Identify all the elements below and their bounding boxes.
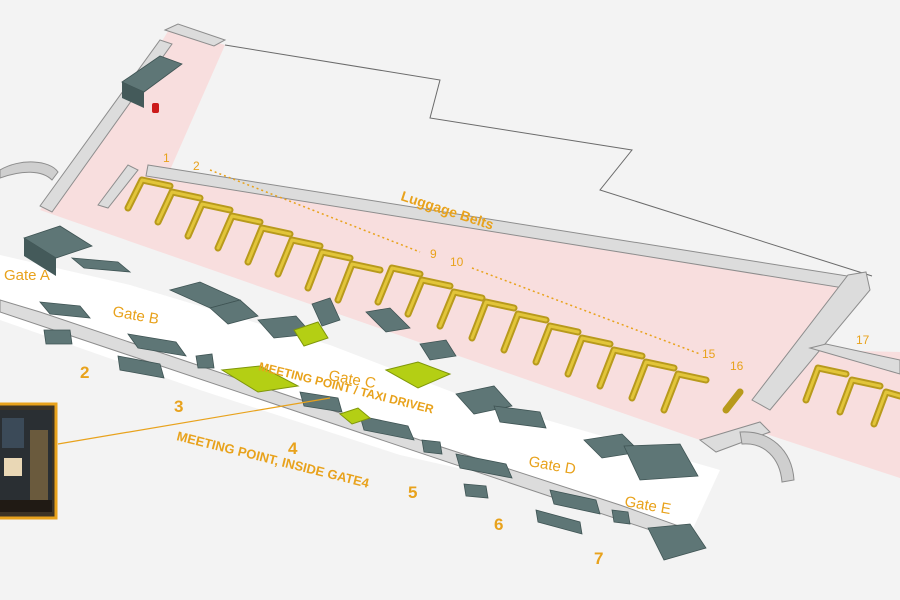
- belt-number-1: 1: [163, 151, 170, 165]
- wall-south: [0, 299, 691, 543]
- entrance-curve-right: [739, 431, 795, 483]
- arrivals-corridor: [0, 255, 720, 535]
- counter-blocks: [23, 55, 707, 561]
- exit-number-3: 3: [174, 397, 183, 416]
- meeting-point-taxi-area: [293, 321, 329, 347]
- belt-number-2: 2: [193, 159, 200, 173]
- meeting-point-inside-label: MEETING POINT, INSIDE GATE4: [175, 428, 371, 491]
- exit-number-4: 4: [288, 439, 298, 458]
- callout-leader-line: [57, 397, 331, 445]
- belt-16: [722, 388, 744, 414]
- meeting-point-inside-area: [220, 365, 300, 393]
- gate-a-label: Gate A: [4, 267, 50, 284]
- wall-north-entry: [163, 23, 227, 47]
- baggage-hall-floor: [40, 28, 900, 478]
- belt-group-1-8: [124, 176, 384, 304]
- hall-outline: [224, 44, 873, 277]
- belt-range-10-15-dots: [471, 267, 701, 355]
- wall-exit-east: [698, 421, 771, 453]
- belt-group-9-16: [374, 264, 710, 414]
- belt-number-15: 15: [702, 347, 716, 361]
- exit-number-5: 5: [408, 483, 417, 502]
- exit-number-2: 2: [80, 363, 89, 382]
- belt-number-9: 9: [430, 247, 437, 261]
- entrance-curve-left: [0, 161, 59, 181]
- belt-group-17: [802, 364, 900, 428]
- exit-number-7: 7: [594, 549, 603, 568]
- wall-inner-belt-left: [97, 164, 139, 209]
- meeting-point-c-area: [384, 361, 452, 389]
- belt-number-16: 16: [730, 359, 744, 373]
- meeting-point-small-area: [338, 407, 372, 425]
- exit-number-6: 6: [494, 515, 503, 534]
- wall-east-annex: [808, 343, 900, 375]
- fire-extinguisher-icon: [152, 103, 159, 113]
- meeting-point-photo: [0, 402, 58, 520]
- belt-number-10: 10: [450, 255, 464, 269]
- belt-number-17: 17: [856, 333, 870, 347]
